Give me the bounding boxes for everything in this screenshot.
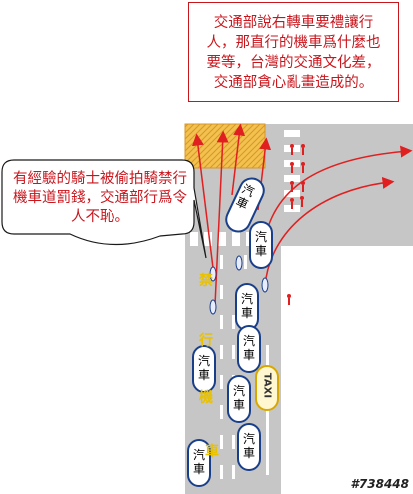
car-label-line2: 車 <box>232 398 245 412</box>
car-label-line2: 車 <box>254 244 267 258</box>
top-note-line: 交通部貪心亂畫造成的。 <box>213 75 374 91</box>
car-label: 汽 車 <box>251 230 271 258</box>
top-note-line: 人，那直行的機車爲什麼也 <box>206 35 381 51</box>
car-shapes <box>187 221 273 487</box>
car-label: 汽 車 <box>239 334 259 362</box>
pedestrians <box>287 144 305 305</box>
car-label-line1: 汽 <box>242 432 255 446</box>
lane-marking-3: 機 <box>199 390 213 406</box>
car-label-line1: 汽 <box>232 384 245 398</box>
car-label: 汽 車 <box>189 448 209 476</box>
car-label-line1: 汽 <box>197 354 210 368</box>
watermark: #738448 <box>350 477 409 491</box>
top-note-line: 交通部說右轉車要禮讓行 <box>213 15 374 31</box>
lane-marking-4: 車 <box>205 444 219 460</box>
motorcycles <box>209 255 269 315</box>
taxi-label: TAXI <box>261 372 273 399</box>
callout-line: 有經驗的騎士被偷拍騎禁行 <box>13 171 187 187</box>
car-label: 汽 車 <box>194 354 214 382</box>
car-label-line2: 車 <box>197 368 210 382</box>
car-label-line2: 車 <box>192 462 205 476</box>
car-label-line1: 汽 <box>242 334 255 348</box>
car-label-line2: 車 <box>240 306 253 320</box>
car-label-line1: 汽 <box>254 230 267 244</box>
top-note: 交通部說右轉車要禮讓行 人，那直行的機車爲什麼也 要等，台灣的交通文化差， 交通… <box>188 2 399 102</box>
car-label-line2: 車 <box>242 446 255 460</box>
car-label-line1: 汽 <box>240 292 253 306</box>
car-label: 汽 車 <box>229 384 249 412</box>
turning-car <box>225 177 265 233</box>
lane-marking-1: 禁 <box>199 273 213 289</box>
car-label-line2: 車 <box>242 348 255 362</box>
callout-line: 人不恥。 <box>71 209 129 225</box>
callout-line: 機車道罰錢，交通部行爲令 <box>13 190 187 206</box>
car-label: 汽 車 <box>237 292 257 320</box>
callout-text: 有經驗的騎士被偷拍騎禁行 機車道罰錢，交通部行爲令 人不恥。 <box>6 170 194 227</box>
box-junction <box>184 123 266 169</box>
taxi-shape <box>255 365 279 411</box>
lane-marking-2: 行 <box>199 333 213 349</box>
car-label: 汽 車 <box>239 432 259 460</box>
top-note-line: 要等，台灣的交通文化差， <box>206 55 381 71</box>
car-label-line1: 汽 <box>192 448 205 462</box>
